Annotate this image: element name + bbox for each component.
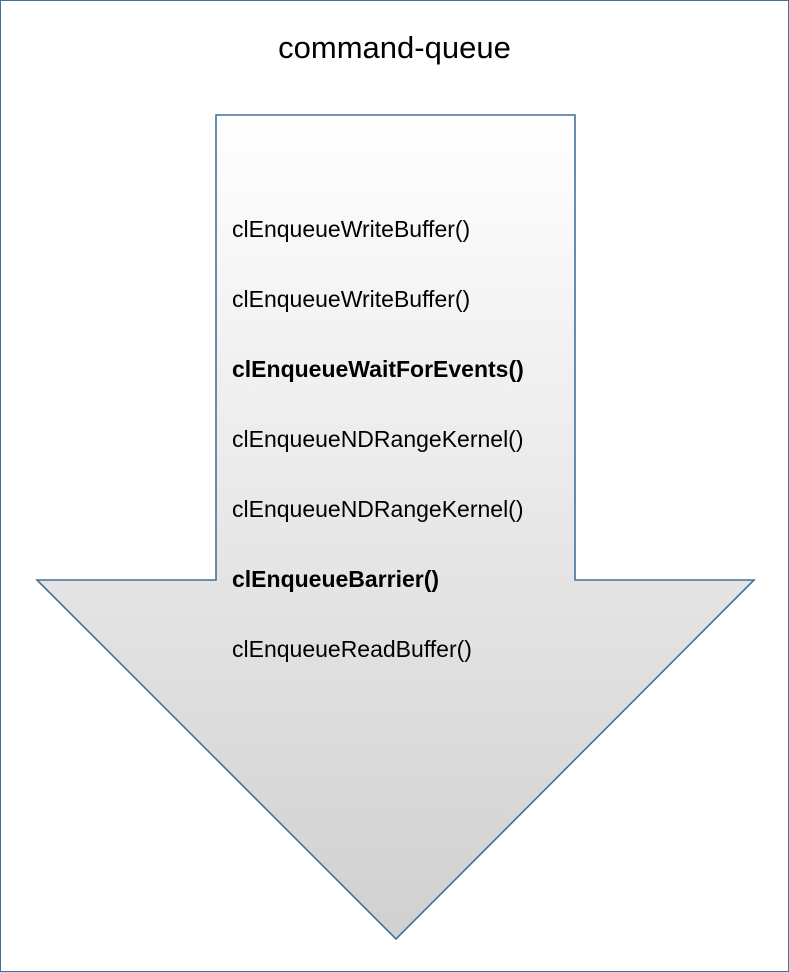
command-item: clEnqueueWriteBuffer() — [232, 216, 471, 242]
command-item: clEnqueueNDRangeKernel() — [232, 426, 524, 452]
command-item: clEnqueueWaitForEvents() — [232, 356, 524, 382]
command-item: clEnqueueReadBuffer() — [232, 636, 472, 662]
command-list: clEnqueueWriteBuffer() clEnqueueWriteBuf… — [232, 211, 524, 701]
command-item: clEnqueueNDRangeKernel() — [232, 496, 524, 522]
diagram-title: command-queue — [278, 30, 511, 65]
command-item: clEnqueueWriteBuffer() — [232, 286, 471, 312]
arrow-body — [35, 114, 756, 941]
command-item: clEnqueueBarrier() — [232, 566, 440, 592]
